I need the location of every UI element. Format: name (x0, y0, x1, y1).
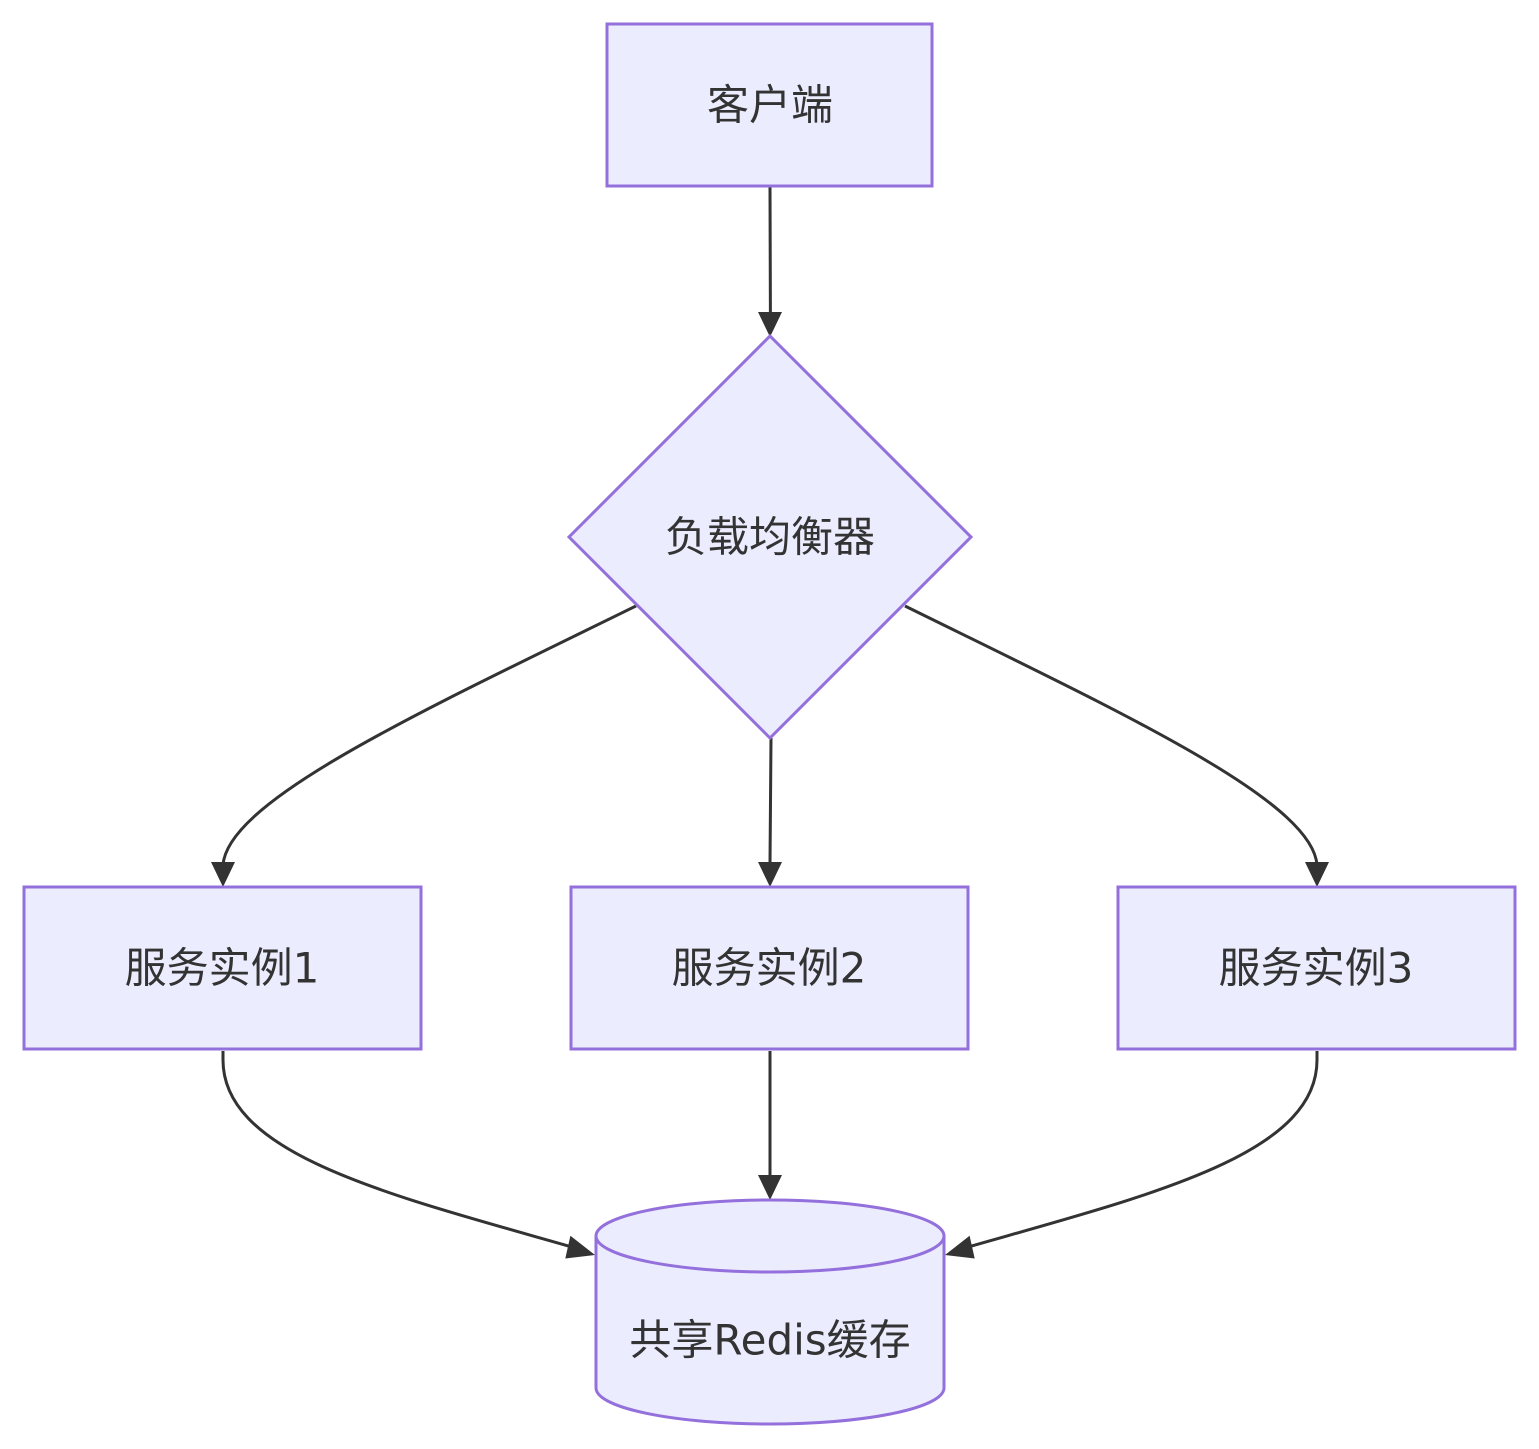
node-service-3: 服务实例3 (1116, 885, 1517, 1051)
service-3-box (1116, 885, 1517, 1051)
redis-cache-cylinder (594, 1198, 946, 1426)
service-2-box (569, 885, 970, 1051)
service-1-box (22, 885, 423, 1051)
service-1-label: 服务实例1 (125, 944, 320, 993)
arrowhead-load-balancer-to-service-2 (758, 862, 782, 887)
service-2-label: 服务实例2 (672, 944, 867, 993)
edge-service-3-to-redis (967, 1051, 1319, 1249)
node-redis-cache: 共享Redis缓存 (594, 1198, 946, 1426)
load-balancer-label: 负载均衡器 (665, 513, 875, 562)
arrowhead-service-3-to-redis (945, 1235, 975, 1259)
load-balancer-diamond (566, 333, 974, 741)
node-client: 客户端 (605, 22, 934, 188)
edges (211, 186, 1329, 1259)
edge-load-balancer-to-service-3 (904, 604, 1319, 866)
node-service-2: 服务实例2 (569, 885, 970, 1051)
edge-service-1-to-redis (221, 1051, 573, 1249)
edge-load-balancer-to-service-1 (221, 604, 637, 866)
arrowhead-service-1-to-redis (565, 1235, 595, 1259)
node-load-balancer: 负载均衡器 (566, 333, 974, 741)
redis-cache-cylinder-top-rim (594, 1235, 946, 1274)
arrowhead-load-balancer-to-service-1 (211, 862, 235, 887)
arrowhead-service-2-to-redis (758, 1175, 782, 1200)
arrowhead-load-balancer-to-service-3 (1305, 862, 1329, 887)
node-service-1: 服务实例1 (22, 885, 423, 1051)
service-3-label: 服务实例3 (1219, 944, 1414, 993)
arrowhead-client-to-load-balancer (758, 312, 782, 337)
redis-cache-label: 共享Redis缓存 (629, 1316, 910, 1365)
edge-load-balancer-to-service-2 (768, 737, 773, 865)
client-label: 客户端 (707, 81, 833, 130)
client-box (605, 22, 934, 188)
